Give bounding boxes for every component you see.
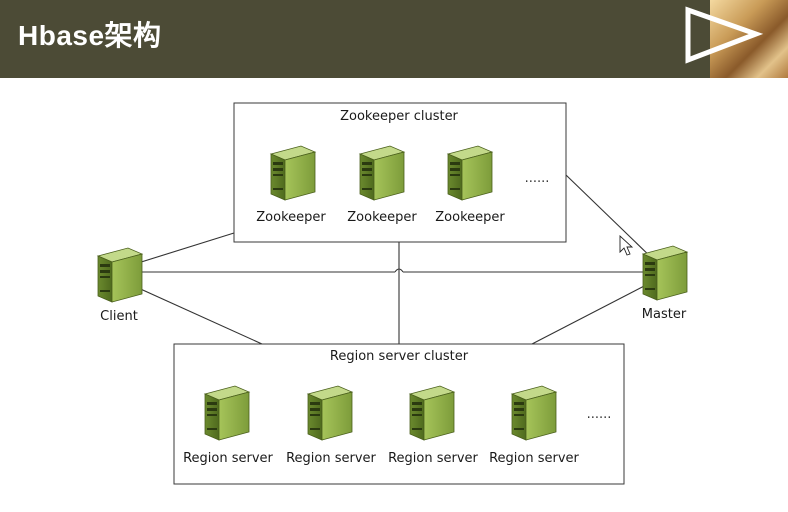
zookeeper-server-1 [270, 145, 316, 201]
zookeeper-cluster: Zookeeper cluster Zookeeper Zookeeper Zo… [233, 102, 567, 243]
slide-title: Hbase架构 [18, 20, 162, 51]
region-server-3 [409, 385, 455, 441]
region-ellipsis: ...... [587, 407, 612, 422]
master-label: Master [642, 307, 687, 322]
line-zookeeper-master [565, 174, 657, 263]
region-cluster-label: Region server cluster [330, 349, 469, 364]
zookeeper-server-3 [447, 145, 493, 201]
play-triangle-icon [685, 6, 764, 64]
region-server-2 [307, 385, 353, 441]
zookeeper-cluster-label: Zookeeper cluster [340, 109, 458, 124]
region-server-label-1: Region server [183, 451, 273, 466]
master-server [642, 245, 688, 301]
client-node: Client [97, 247, 143, 324]
mouse-cursor-icon [619, 234, 634, 256]
client-server [97, 247, 143, 303]
region-server-label-4: Region server [489, 451, 579, 466]
zookeeper-ellipsis: ...... [525, 171, 550, 186]
region-server-cluster: Region server cluster Region server Regi… [173, 343, 625, 485]
region-server-4 [511, 385, 557, 441]
region-server-label-2: Region server [286, 451, 376, 466]
client-label: Client [100, 309, 138, 324]
region-server-label-3: Region server [388, 451, 478, 466]
zookeeper-label-1: Zookeeper [256, 210, 326, 225]
master-node: Master [642, 245, 688, 322]
region-server-1 [204, 385, 250, 441]
zookeeper-server-2 [359, 145, 405, 201]
zookeeper-label-3: Zookeeper [435, 210, 505, 225]
line-client-region [124, 281, 263, 345]
line-master-region [531, 282, 651, 345]
zookeeper-label-2: Zookeeper [347, 210, 417, 225]
slide-header: Hbase架构 [0, 0, 788, 78]
